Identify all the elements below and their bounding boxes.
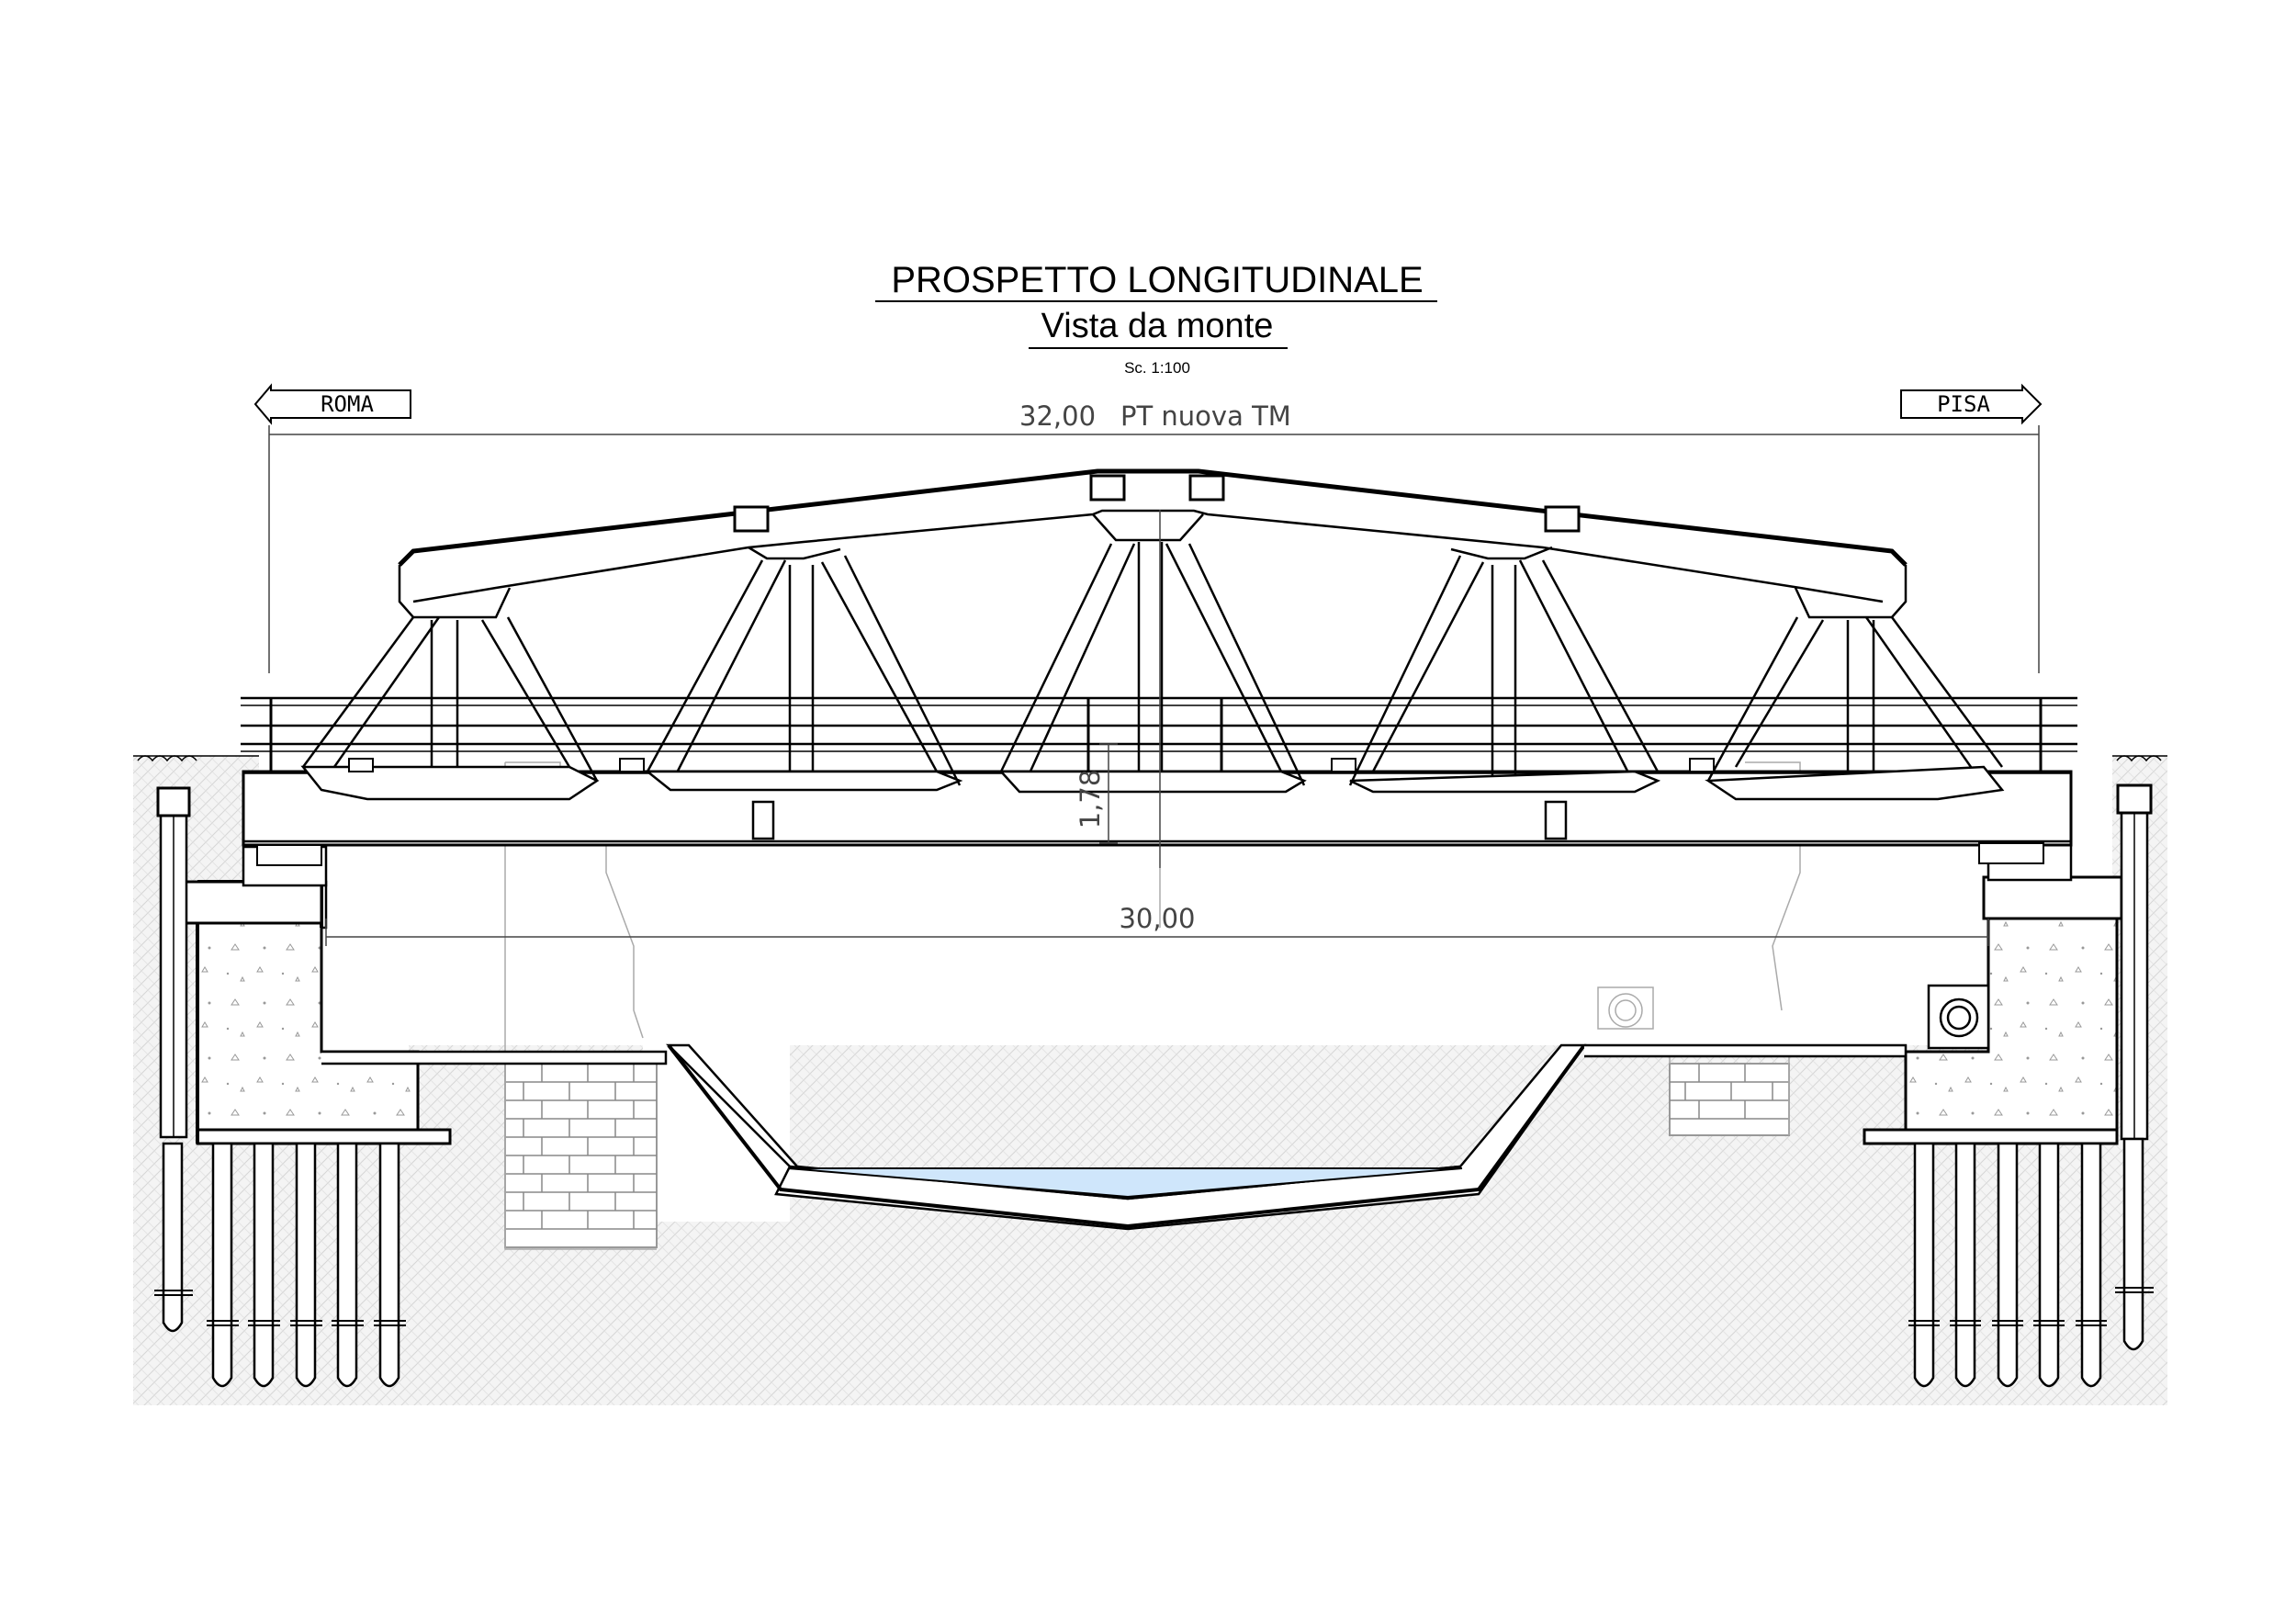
arrow-pisa <box>1900 383 2043 425</box>
railing <box>241 696 2077 772</box>
direction-left-label: ROMA <box>321 391 374 417</box>
dim-total-length <box>268 425 2040 673</box>
dim-span <box>325 919 1989 946</box>
arrow-roma <box>253 383 411 425</box>
direction-right-label: PISA <box>1937 391 1990 417</box>
water <box>787 1167 1463 1199</box>
soil <box>133 755 2167 1405</box>
dim-deck-height-value: 1,78 <box>1075 770 1106 829</box>
brick-masonry-left <box>504 762 658 1250</box>
drawing-subtitle: Vista da monte <box>1041 307 1274 345</box>
right-piles <box>1908 1137 2154 1388</box>
dim-span-value: 30,00 <box>1119 903 1195 934</box>
dim-deck-height <box>1099 743 1118 844</box>
truss <box>300 468 2005 801</box>
dim-total-length-value: 32,00 <box>1019 400 1096 432</box>
drawing-title: PROSPETTO LONGITUDINALE <box>891 260 1423 300</box>
brick-masonry-right <box>1669 1045 1790 1136</box>
river-channel <box>665 1043 1587 1231</box>
left-piles <box>154 1142 406 1388</box>
drawing-scale: Sc. 1:100 <box>1124 359 1190 377</box>
dim-total-length-note: PT nuova TM <box>1120 400 1291 432</box>
